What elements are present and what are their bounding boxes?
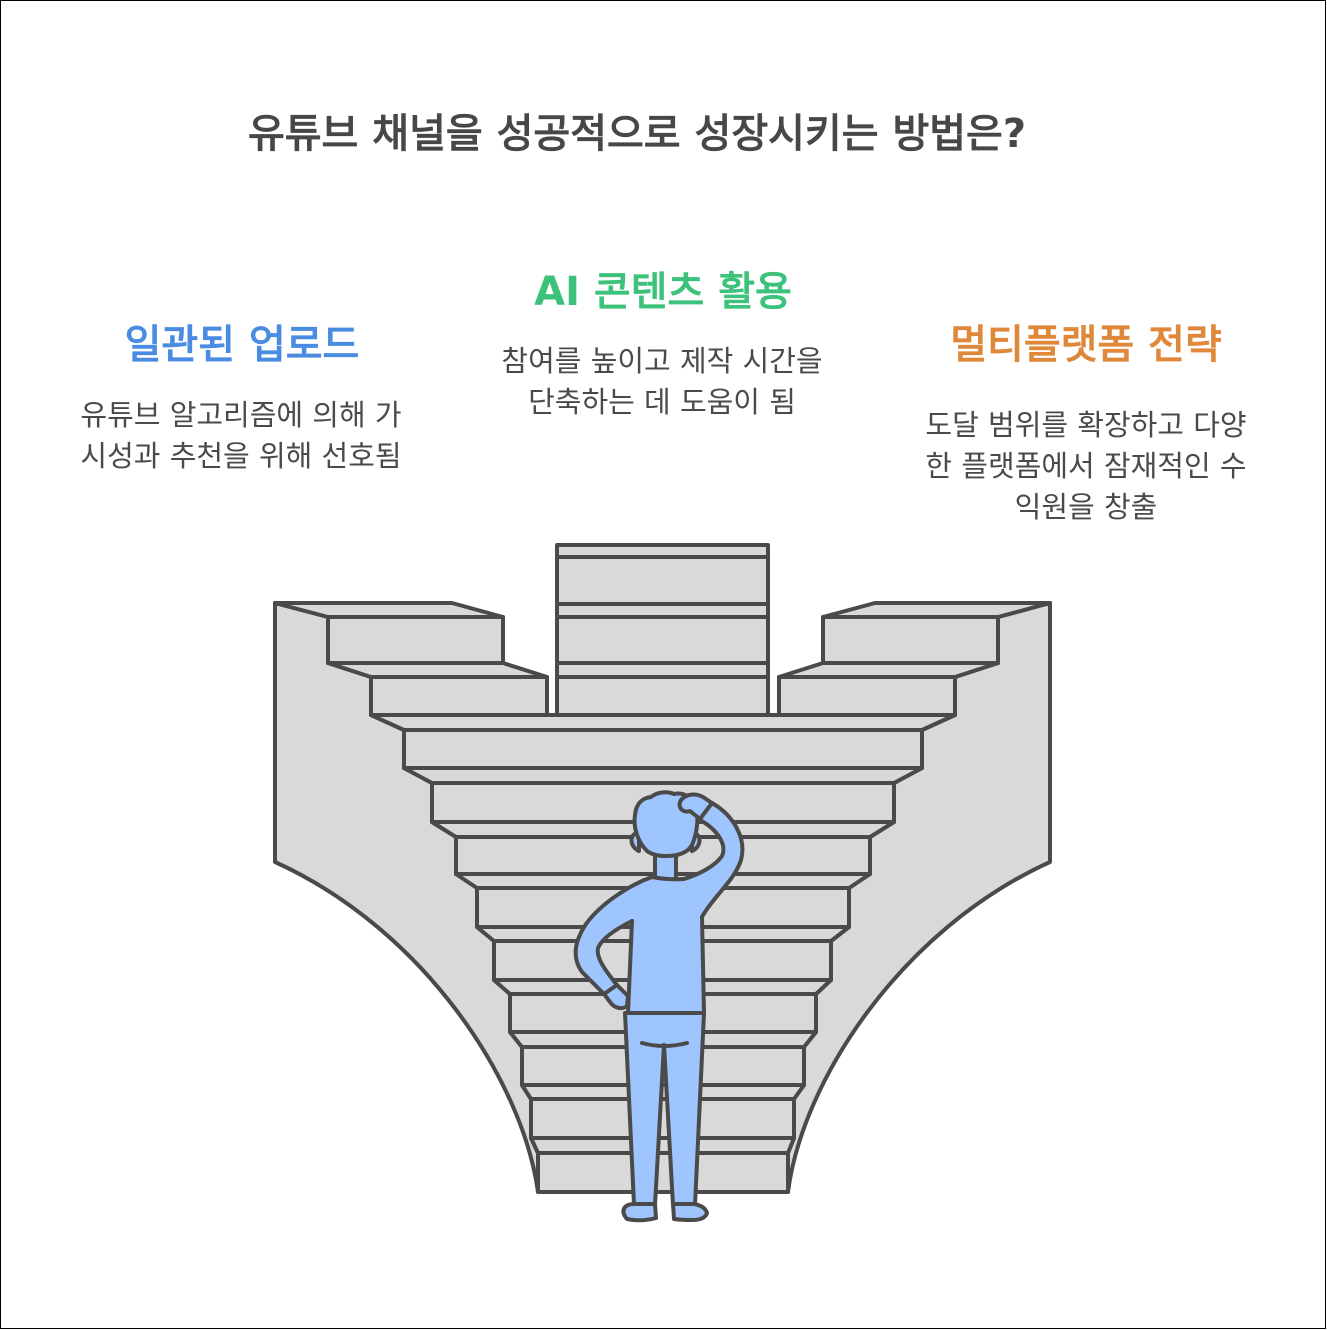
- right-wing-steps: [777, 601, 1052, 717]
- left-wing-steps: [273, 601, 549, 717]
- torso: [628, 877, 704, 1013]
- left-foot: [621, 1202, 658, 1223]
- description-multiplatform-strategy: 도달 범위를 확장하고 다양 한 플랫폼에서 잠재적인 수 익원을 창출: [925, 405, 1246, 528]
- description-line: 한 플랫폼에서 잠재적인 수: [925, 449, 1247, 483]
- page-title: 유튜브 채널을 성공적으로 성장시키는 방법은?: [247, 111, 1027, 157]
- person-scratching-head-icon: [573, 790, 745, 1223]
- left-arm: [573, 875, 654, 996]
- description-consistent-upload: 유튜브 알고리즘에 의해 가 시성과 추천을 위해 선호됨: [80, 395, 401, 477]
- description-line: 익원을 창출: [1014, 490, 1158, 524]
- heading-multiplatform-strategy: 멀티플랫폼 전략: [950, 322, 1222, 368]
- right-arm: [700, 801, 745, 919]
- description-line: 시성과 추천을 위해 선호됨: [80, 439, 402, 473]
- description-line: 도달 범위를 확장하고 다양: [925, 408, 1247, 442]
- right-foot: [671, 1202, 709, 1222]
- middle-tower-steps: [555, 543, 770, 717]
- description-ai-content: 참여를 높이고 제작 시간을 단축하는 데 도움이 됨: [501, 341, 822, 423]
- description-line: 단축하는 데 도움이 됨: [528, 385, 796, 419]
- right-hand: [677, 792, 714, 821]
- heading-consistent-upload: 일관된 업로드: [124, 322, 360, 368]
- description-line: 유튜브 알고리즘에 의해 가: [80, 398, 402, 432]
- heading-ai-content: AI 콘텐츠 활용: [534, 269, 792, 315]
- left-hand: [602, 983, 630, 1011]
- description-line: 참여를 높이고 제작 시간을: [501, 344, 823, 378]
